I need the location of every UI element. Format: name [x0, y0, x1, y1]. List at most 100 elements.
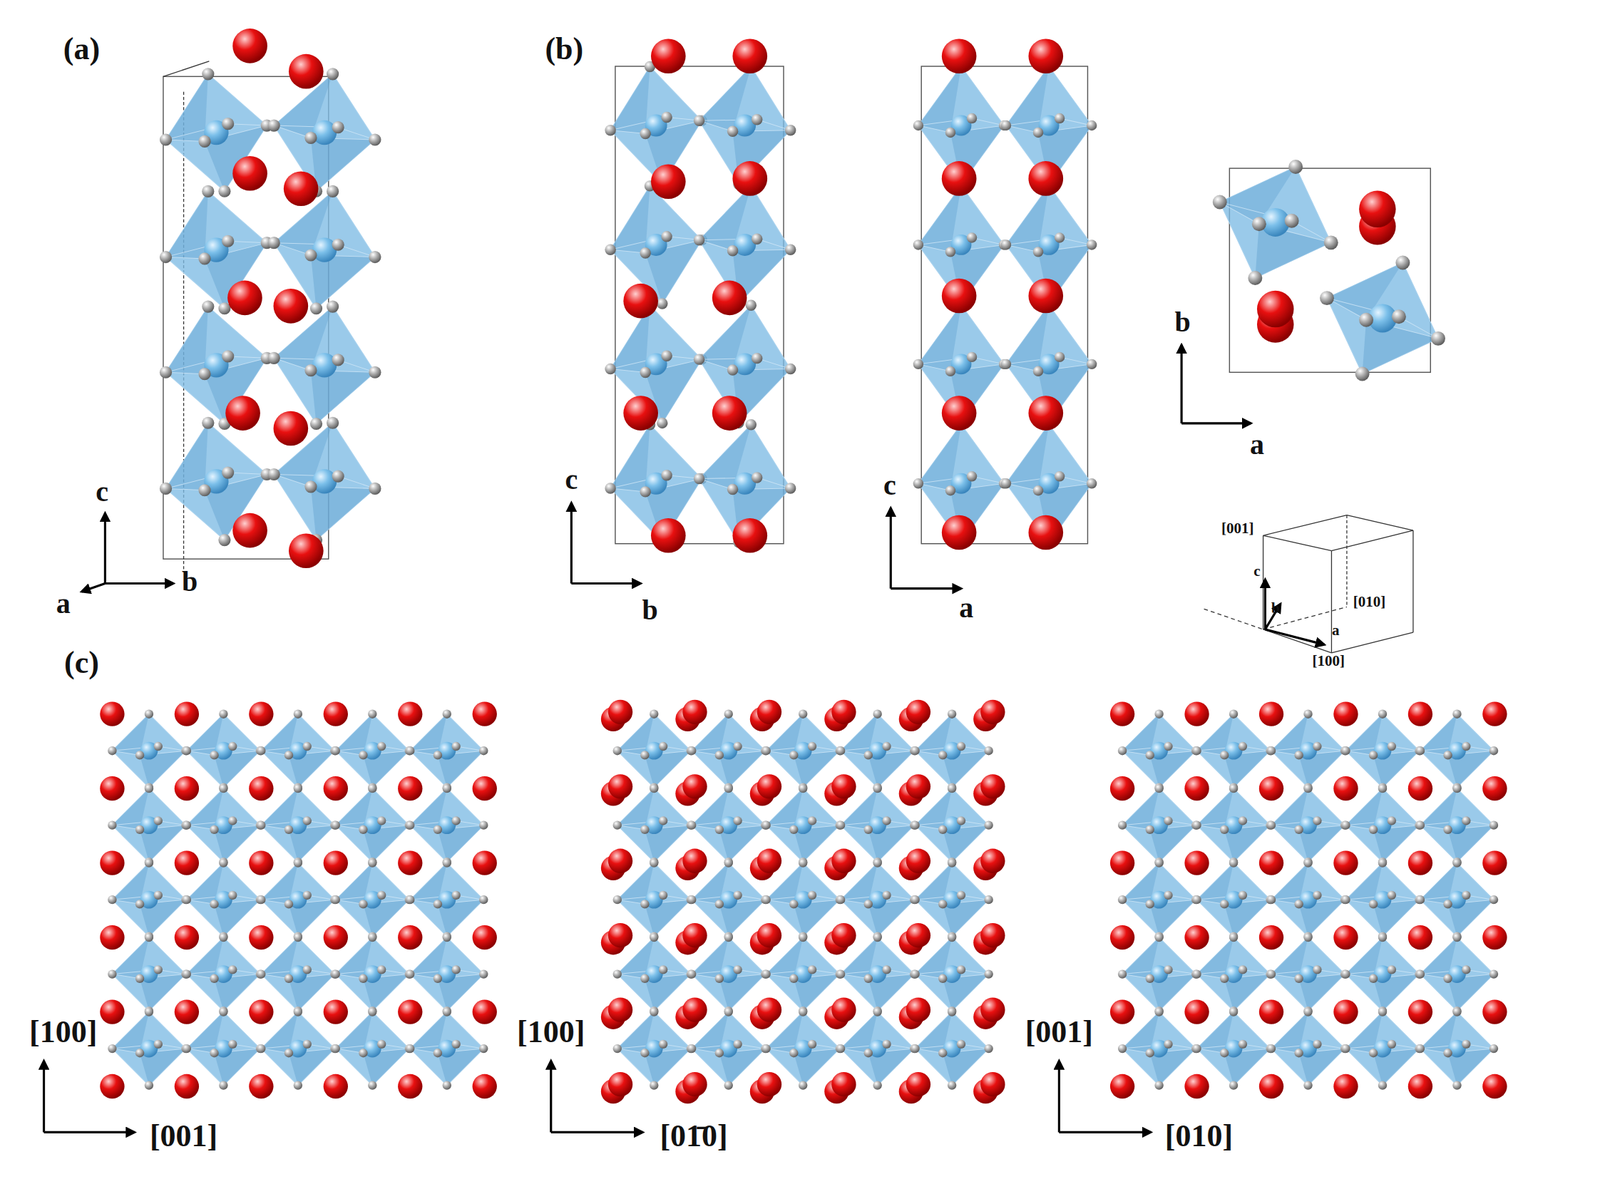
atom: [1368, 899, 1378, 909]
atom: [1219, 750, 1229, 760]
atom: [980, 849, 1005, 874]
atom: [947, 933, 957, 942]
atom: [218, 1007, 228, 1017]
atom: [604, 124, 616, 136]
atom: [1184, 850, 1209, 875]
cube-edge: [1263, 535, 1332, 551]
atom: [1259, 702, 1284, 727]
atom: [442, 710, 452, 719]
atom: [1378, 858, 1387, 868]
axis-label: b: [181, 567, 198, 597]
atom: [326, 67, 339, 80]
atom: [248, 999, 274, 1024]
atom: [218, 534, 231, 547]
atom: [268, 236, 281, 249]
atom: [727, 484, 738, 495]
atom: [358, 750, 368, 760]
atom: [367, 784, 377, 793]
atom: [785, 363, 796, 375]
atom: [1341, 895, 1350, 905]
atom: [1001, 478, 1012, 489]
atom: [1482, 1074, 1507, 1099]
atom: [913, 120, 924, 131]
atom: [727, 245, 738, 256]
atom: [864, 750, 873, 760]
atom: [745, 419, 757, 430]
atom: [326, 300, 339, 314]
atom: [1267, 1044, 1276, 1054]
axis-arrow: [1058, 1060, 1061, 1133]
atom: [1192, 969, 1201, 979]
atom: [1452, 933, 1461, 942]
atom: [1110, 999, 1135, 1024]
atom: [1378, 1007, 1387, 1017]
atom: [687, 820, 696, 830]
atom: [221, 117, 234, 130]
atom: [1212, 195, 1228, 210]
atom: [1028, 515, 1064, 551]
atom: [1267, 746, 1276, 756]
atom: [649, 1007, 659, 1017]
atom: [1033, 366, 1044, 377]
atom: [397, 702, 423, 727]
atom: [613, 820, 622, 830]
atom: [442, 784, 452, 793]
atom: [433, 974, 443, 984]
atom: [1110, 925, 1135, 950]
atom: [479, 969, 488, 979]
atom: [910, 895, 920, 905]
atom: [1368, 825, 1378, 835]
atom: [248, 776, 274, 801]
atom: [293, 858, 303, 868]
atom: [608, 849, 633, 874]
atom: [107, 895, 117, 905]
atom: [1312, 1040, 1322, 1049]
axis-label: a: [959, 593, 974, 623]
atom: [433, 899, 443, 909]
atom: [785, 243, 796, 255]
atom: [323, 1074, 348, 1099]
octahedron: [1319, 255, 1446, 382]
atom: [228, 891, 237, 900]
atom: [1303, 710, 1312, 719]
atom: [209, 899, 219, 909]
atom: [715, 899, 724, 909]
atom: [331, 1044, 341, 1054]
atom: [144, 1007, 154, 1017]
atom: [1294, 974, 1303, 984]
atom: [1259, 925, 1284, 950]
atom: [798, 710, 808, 719]
atom: [174, 850, 199, 875]
atom: [650, 163, 686, 199]
axis-arrow: [1058, 1131, 1151, 1134]
atom: [751, 114, 763, 125]
atom: [1110, 776, 1135, 801]
atom: [135, 750, 145, 760]
atom: [947, 784, 957, 793]
atom: [1033, 485, 1044, 496]
atom: [1238, 891, 1248, 900]
atom: [649, 1080, 659, 1090]
atom: [658, 891, 668, 900]
atom: [910, 820, 920, 830]
atom: [789, 1048, 798, 1058]
atom: [649, 933, 659, 942]
atom: [872, 858, 882, 868]
axis-arrow: [570, 502, 573, 584]
atom: [198, 252, 211, 265]
atom: [433, 1048, 443, 1058]
axis-arrow: [551, 1131, 644, 1134]
atom: [836, 746, 845, 756]
cube-edge: [1331, 632, 1413, 654]
atom: [650, 518, 686, 554]
atom: [807, 742, 817, 751]
atom: [761, 820, 771, 830]
atom: [682, 849, 707, 874]
atom: [906, 849, 931, 874]
atom: [1387, 1040, 1397, 1049]
atom: [284, 750, 294, 760]
atom: [472, 999, 497, 1024]
atom: [135, 1048, 145, 1058]
atom: [1312, 816, 1322, 825]
atom: [218, 185, 231, 198]
